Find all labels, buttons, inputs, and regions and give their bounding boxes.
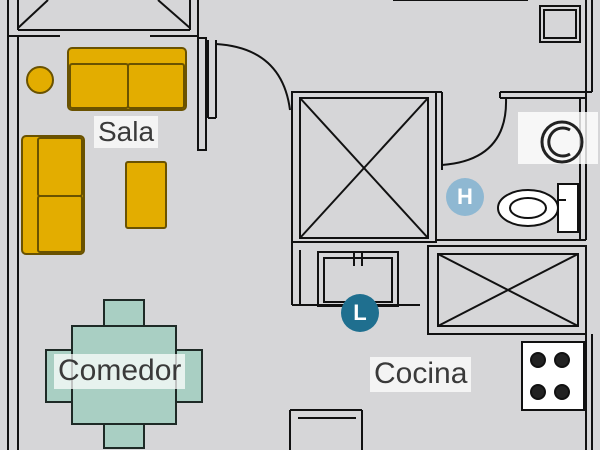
toilet-icon [497,183,579,233]
bottom-counter [289,409,363,450]
ottoman [125,161,167,229]
laundry-closet [427,245,587,335]
sofa-left [21,135,85,255]
marker-l: L [341,294,379,332]
side-table [26,66,54,94]
room-label-sala: Sala [94,116,159,149]
top-left-bay-wall [7,0,199,40]
laundry-c-icon [518,112,598,164]
marker-h: H [446,178,484,216]
kitchen-right-wall [585,334,593,450]
room-label-cocina: Cocina [370,357,472,392]
stove-icon [521,341,585,411]
left-exterior-wall [7,36,19,450]
dining-chair-top [103,299,145,329]
room-label-comedor: Comedor [54,354,186,389]
entry-door-wall [197,37,291,151]
sofa-top [67,47,187,111]
